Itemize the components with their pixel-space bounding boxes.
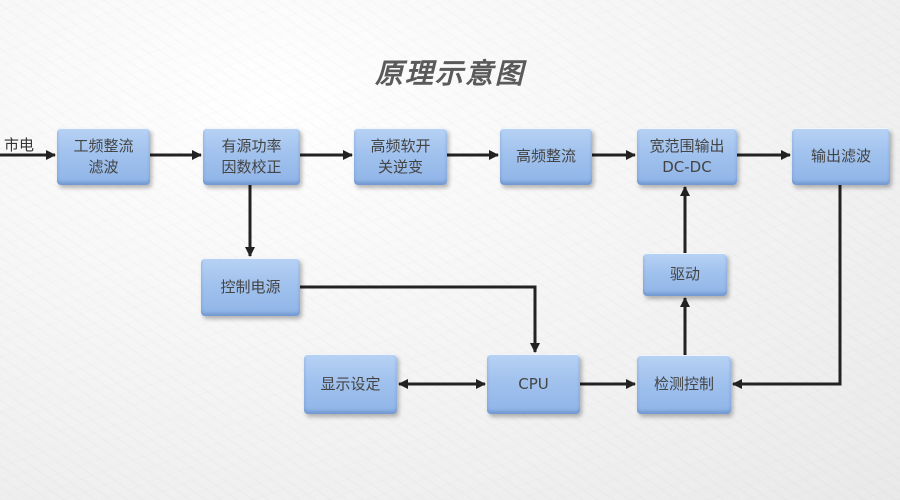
- block-hf-rectifier: 高频整流: [500, 128, 592, 185]
- block-label: 驱动: [669, 265, 700, 283]
- block-output-filter: 输出滤波: [792, 128, 890, 185]
- block-label: 输出滤波: [810, 147, 871, 165]
- block-label: CPU: [518, 374, 549, 393]
- block-active-pfc: 有源功率 因数校正: [203, 128, 300, 185]
- block-power-freq-rectifier: 工频整流 滤波: [57, 128, 150, 185]
- block-label: 显示设定: [320, 374, 381, 393]
- wire-ctrlpower-to-cpu: [300, 285, 540, 353]
- block-label: 高频整流: [515, 147, 576, 165]
- mains-input-label: 市电: [4, 136, 35, 154]
- block-label: 控制电源: [220, 277, 281, 296]
- block-label: 工频整流 滤波: [73, 136, 134, 176]
- block-label: 检测控制: [653, 375, 714, 393]
- block-label: 有源功率 因数校正: [221, 136, 282, 176]
- block-driver: 驱动: [643, 253, 727, 296]
- block-label: 高频软开 关逆变: [370, 136, 431, 176]
- diagram-title: 原理示意图: [374, 57, 525, 90]
- block-wide-range-dcdc: 宽范围输出 DC-DC: [637, 128, 737, 185]
- block-display-setting: 显示设定: [304, 354, 397, 414]
- block-cpu: CPU: [487, 354, 580, 414]
- block-label: 宽范围输出 DC-DC: [649, 136, 725, 176]
- block-control-power: 控制电源: [201, 258, 300, 316]
- block-hf-inverter: 高频软开 关逆变: [354, 128, 447, 185]
- block-detect-control: 检测控制: [637, 355, 731, 414]
- wire-filter-to-detect: [732, 185, 842, 389]
